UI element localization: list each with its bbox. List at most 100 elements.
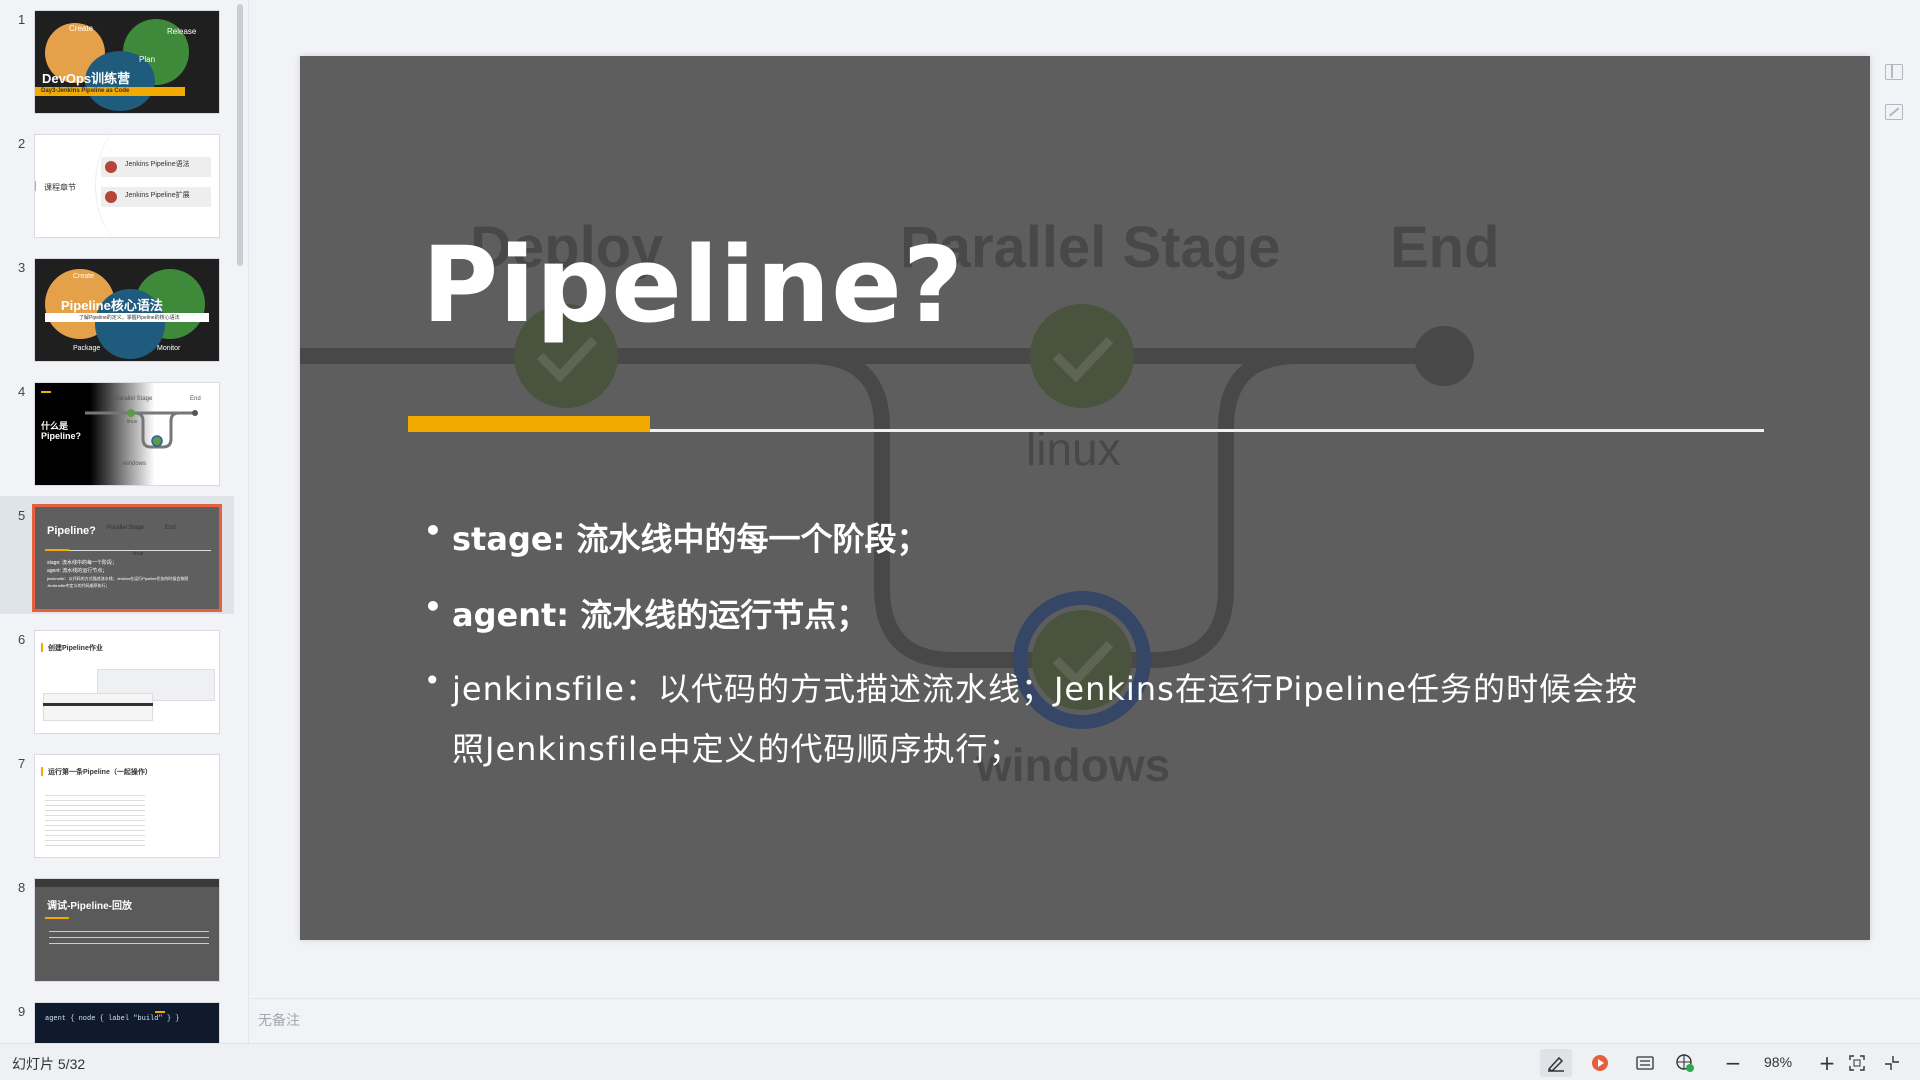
thumb-title: 什么是 — [41, 421, 69, 431]
thumb-label: Parallel Stage — [115, 396, 153, 402]
panel-divider[interactable] — [248, 0, 249, 1043]
thumbnail-slide-1[interactable]: Create Release Plan DevOps训练营 Day3-Jenki… — [34, 10, 220, 114]
thumbnail-scrollbar[interactable] — [237, 4, 243, 266]
background-label-end: End — [1390, 215, 1500, 280]
thumbnail-number: 2 — [18, 136, 26, 151]
status-bar: 幻灯片 5/32 − 98% + — [0, 1043, 1920, 1080]
background-icon[interactable] — [1885, 104, 1903, 120]
layout-icon[interactable] — [1885, 64, 1903, 80]
jenkins-logo-icon — [105, 191, 117, 203]
thumb-item-box — [101, 187, 211, 207]
thumb-decor — [85, 51, 155, 111]
thumb-tag: Monitor — [157, 345, 181, 352]
play-icon[interactable] — [1585, 1049, 1615, 1077]
thumbnail-slide-3[interactable]: Create Package Monitor Pipeline核心语法 了解Pi… — [34, 258, 220, 362]
thumb-heading: 创建Pipeline作业 — [48, 645, 103, 652]
thumb-accent — [45, 917, 69, 919]
bullet-dot: • — [424, 664, 442, 697]
thumbnail-slide-5[interactable]: Pipeline? Parallel Stage End linux stage… — [32, 504, 222, 612]
background-label-parallel: Parallel Stage — [900, 215, 1281, 280]
thumbnail-row-2[interactable]: 2 课程章节 Jenkins Pipeline语法 Jenkins Pipeli… — [0, 124, 234, 242]
thumb-item: Jenkins Pipeline扩展 — [125, 192, 190, 199]
thumb-rule — [69, 550, 211, 551]
thumb-tag: Create — [69, 24, 94, 33]
bullet-dot: • — [424, 514, 442, 547]
thumb-screenshot — [43, 693, 153, 721]
thumb-subtitle: Day3-Jenkins Pipeline as Code — [41, 88, 130, 94]
bullet-text-line2: 照Jenkinsfile中定义的代码顺序执行； — [452, 730, 1022, 768]
title-rule — [650, 429, 1764, 432]
slide-canvas[interactable]: Deploy Parallel Stage End linux windows … — [300, 56, 1870, 940]
slide-overlay — [300, 56, 1870, 940]
thumb-item: Jenkins Pipeline语法 — [125, 161, 190, 168]
thumb-accent — [35, 181, 36, 191]
thumb-screenshot-bar — [43, 703, 153, 706]
thumbnail-row-7[interactable]: 7 运行第一条Pipeline（一起操作） — [0, 744, 234, 862]
bullet-text: agent: 流水线的运行节点； — [452, 596, 869, 634]
thumbnail-number: 3 — [18, 260, 26, 275]
thumbnail-row-9[interactable]: 9 agent { node { label "build" } } — [0, 992, 234, 1043]
pipeline-background-diagram — [300, 304, 1474, 729]
thumb-code-block — [45, 791, 145, 847]
zoom-in-icon[interactable]: + — [1818, 1051, 1836, 1075]
thumbnail-row-4[interactable]: 4 什么是 Pipeline? Parallel Stage End linux… — [0, 372, 234, 490]
slide-thumbnail-panel: 1 Create Release Plan DevOps训练营 Day3-Jen… — [0, 0, 246, 1043]
notes-divider[interactable] — [250, 998, 1920, 999]
thumb-tag: Plan — [139, 55, 156, 64]
thumb-title: Pipeline核心语法 — [61, 298, 163, 313]
thumb-accent — [41, 767, 43, 776]
thumb-accent — [41, 643, 43, 652]
thumb-heading: 运行第一条Pipeline（一起操作） — [48, 769, 152, 776]
thumb-pipeline-diagram — [85, 409, 198, 449]
thumb-bullet: jenkinsfile：以代码的方式描述流水线；Jenkins在运行Pipeli… — [47, 576, 189, 588]
notes-field[interactable]: 无备注 — [258, 1012, 300, 1028]
keyboard-icon[interactable] — [1630, 1049, 1660, 1077]
thumbnail-number: 8 — [18, 880, 26, 895]
background-label-windows: windows — [976, 739, 1171, 791]
thumbnail-slide-9[interactable]: agent { node { label "build" } } — [34, 1002, 220, 1043]
slide-counter: 幻灯片 5/32 — [12, 1056, 86, 1072]
jenkins-logo-icon — [105, 161, 117, 173]
thumbnail-number: 4 — [18, 384, 26, 399]
bullet-text-line1: jenkinsfile：以代码的方式描述流水线；Jenkins在运行Pipeli… — [452, 670, 1638, 708]
zoom-out-icon[interactable]: − — [1724, 1051, 1742, 1075]
thumbnail-slide-8[interactable]: 调试-Pipeline-回放 — [34, 878, 220, 982]
thumbnail-row-1[interactable]: 1 Create Release Plan DevOps训练营 Day3-Jen… — [0, 0, 234, 118]
thumbnail-number: 1 — [18, 12, 26, 27]
thumbnail-slide-2[interactable]: 课程章节 Jenkins Pipeline语法 Jenkins Pipeline… — [34, 134, 220, 238]
thumb-decor — [95, 289, 165, 359]
fit-icon[interactable] — [1842, 1049, 1872, 1077]
thumb-bullet: agent: 流水线的运行节点； — [47, 568, 108, 574]
globe-check-icon[interactable] — [1670, 1049, 1700, 1077]
thumbnail-row-5[interactable]: 5 Pipeline? Parallel Stage End linux sta… — [0, 496, 234, 614]
thumbnail-number: 7 — [18, 756, 26, 771]
annotate-icon[interactable] — [1540, 1049, 1572, 1077]
thumbnail-row-6[interactable]: 6 创建Pipeline作业 — [0, 620, 234, 738]
collapse-icon[interactable] — [1877, 1049, 1907, 1077]
thumb-label: windows — [123, 461, 147, 467]
thumbnail-slide-6[interactable]: 创建Pipeline作业 — [34, 630, 220, 734]
thumb-subtitle-bar — [45, 313, 209, 322]
thumbnail-slide-7[interactable]: 运行第一条Pipeline（一起操作） — [34, 754, 220, 858]
thumb-title: Pipeline? — [47, 525, 96, 537]
thumbnail-slide-4[interactable]: 什么是 Pipeline? Parallel Stage End linux w… — [34, 382, 220, 486]
thumb-title: Pipeline? — [41, 431, 82, 441]
thumb-code: agent { node { label "build" } } — [45, 1015, 180, 1023]
thumb-accent — [35, 87, 185, 96]
thumb-subtitle: 了解Pipeline的定义，掌握Pipeline的核心语法 — [79, 315, 180, 321]
zoom-level[interactable]: 98% — [1764, 1054, 1793, 1070]
thumbnail-row-8[interactable]: 8 调试-Pipeline-回放 — [0, 868, 234, 986]
thumb-title: 调试-Pipeline-回放 — [47, 901, 133, 912]
bullet-dot: • — [424, 590, 442, 623]
thumb-tag: Create — [73, 273, 95, 280]
slide-title: Pipeline? — [422, 224, 965, 346]
thumb-label: Parallel Stage — [107, 525, 145, 531]
thumb-label: linux — [133, 551, 144, 557]
bullet-text: stage: 流水线中的每一个阶段； — [452, 520, 929, 558]
thumb-label: linux — [127, 419, 138, 425]
thumb-tag: Package — [73, 345, 101, 352]
thumb-decor — [95, 135, 165, 237]
thumb-topbar — [35, 879, 219, 887]
thumbnail-row-3[interactable]: 3 Create Package Monitor Pipeline核心语法 了解… — [0, 248, 234, 366]
thumb-item-box — [101, 157, 211, 177]
